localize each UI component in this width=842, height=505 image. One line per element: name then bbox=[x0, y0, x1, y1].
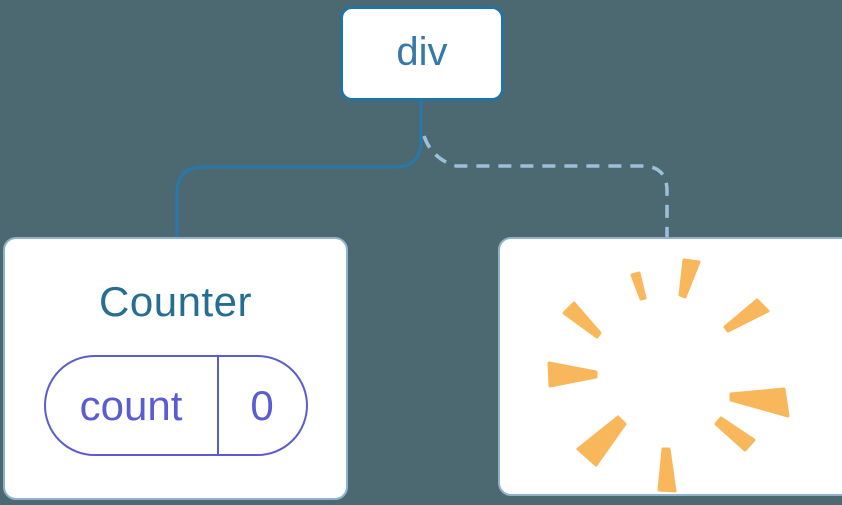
pill-divider bbox=[216, 357, 219, 454]
poof-ray bbox=[630, 271, 647, 301]
connector-dashed-line bbox=[422, 135, 669, 237]
poof-ray bbox=[723, 298, 770, 333]
connector-solid-line bbox=[175, 101, 423, 238]
poof-ray bbox=[657, 447, 677, 493]
counter-component-card: Counter count 0 bbox=[3, 237, 348, 500]
component-title: Counter bbox=[99, 278, 252, 325]
poof-starburst-icon bbox=[547, 258, 790, 493]
state-name: count bbox=[79, 381, 183, 429]
state-value: 0 bbox=[250, 381, 274, 429]
poof-ray bbox=[562, 301, 602, 339]
removed-component-card bbox=[498, 237, 842, 496]
root-node-label: div bbox=[396, 29, 448, 74]
poof-ray bbox=[678, 258, 701, 299]
poof-ray bbox=[729, 387, 790, 418]
root-node-div: div bbox=[340, 6, 504, 101]
poof-ray bbox=[714, 416, 756, 452]
poof-ray bbox=[547, 361, 598, 388]
state-pill: count 0 bbox=[43, 355, 308, 456]
poof-ray bbox=[576, 415, 627, 467]
